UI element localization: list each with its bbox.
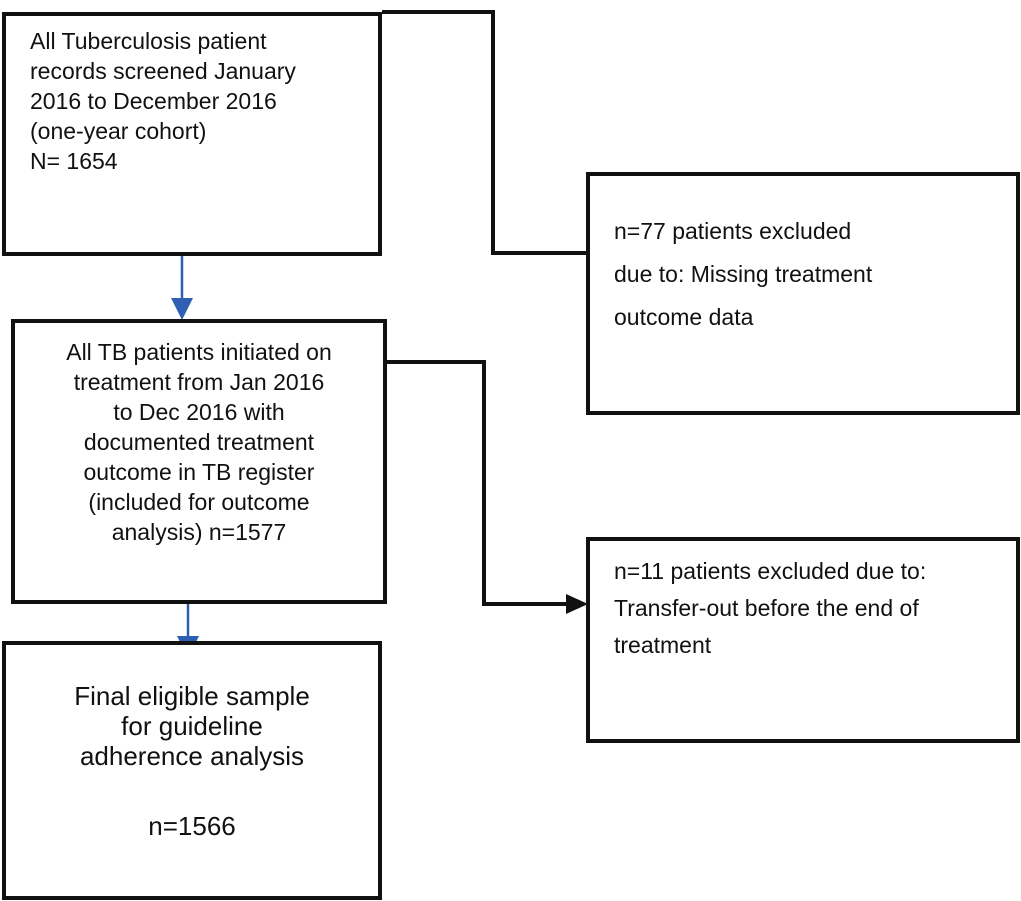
box-included-patients: All TB patients initiated on treatment f… [11, 319, 387, 604]
screened-line: 2016 to December 2016 [30, 88, 277, 114]
screened-text: All Tuberculosis patient records screene… [30, 26, 296, 176]
excluded-transfer-line: treatment [614, 632, 712, 658]
arrowhead-screened-to-included [171, 298, 193, 320]
screened-line: records screened January [30, 58, 296, 84]
final-text: Final eligible sample for guideline adhe… [6, 681, 378, 841]
screened-line: All Tuberculosis patient [30, 28, 267, 54]
included-line: All TB patients initiated on [66, 339, 332, 365]
final-line: adherence analysis [79, 741, 305, 771]
box-final-sample: Final eligible sample for guideline adhe… [2, 641, 382, 900]
final-line: for guideline [121, 711, 263, 741]
box-excluded-missing-outcome: n=77 patients excluded due to: Missing t… [586, 172, 1020, 415]
included-line: to Dec 2016 with [113, 399, 285, 425]
included-line: (included for outcome [88, 489, 310, 515]
excluded-missing-line: n=77 patients excluded [614, 218, 852, 244]
final-line: Final eligible sample [74, 681, 310, 711]
excluded-transfer-line: Transfer-out before the end of [614, 595, 919, 621]
included-line: treatment from Jan 2016 [73, 369, 325, 395]
excluded-missing-text: n=77 patients excluded due to: Missing t… [614, 210, 872, 339]
arrowhead-to-excluded-transfer [566, 594, 588, 614]
excluded-transfer-text: n=11 patients excluded due to: Transfer-… [614, 553, 926, 664]
connector-screened-to-excluded-missing [382, 10, 586, 255]
excluded-missing-line: outcome data [614, 304, 754, 330]
included-line: analysis) n=1577 [111, 519, 287, 545]
included-line: documented treatment [83, 429, 315, 455]
screened-line: (one-year cohort) [30, 118, 207, 144]
included-line: outcome in TB register [83, 459, 315, 485]
box-screened-records: All Tuberculosis patient records screene… [2, 12, 382, 256]
connector-included-to-excluded-transfer [387, 360, 566, 606]
included-text: All TB patients initiated on treatment f… [15, 337, 383, 547]
screened-line: N= 1654 [30, 148, 118, 174]
final-sample-count: n=1566 [148, 811, 236, 841]
excluded-transfer-line: n=11 patients excluded due to: [614, 558, 927, 584]
excluded-missing-line: due to: Missing treatment [614, 261, 873, 287]
box-excluded-transfer-out: n=11 patients excluded due to: Transfer-… [586, 537, 1020, 743]
